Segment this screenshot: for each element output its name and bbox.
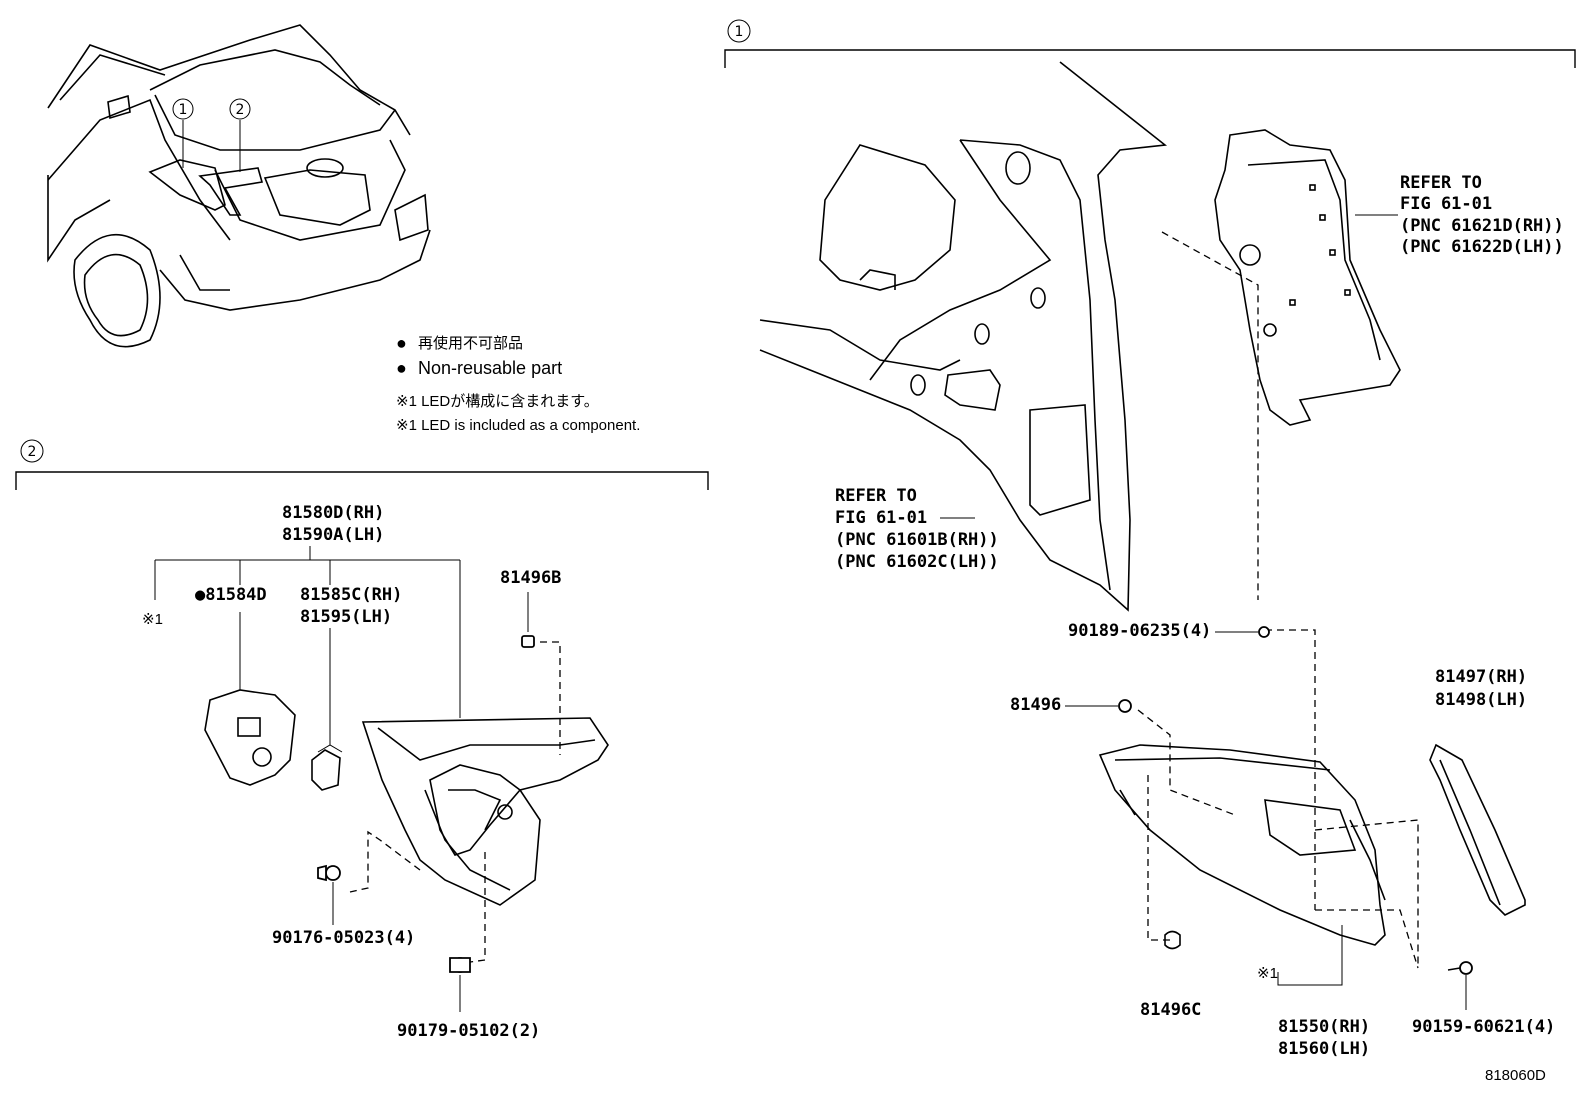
legend-non-reusable-en: Non-reusable part (418, 358, 562, 378)
label-81560-lh: 81560(LH) (1278, 1039, 1370, 1059)
refer-b-line-1: REFER TO (835, 486, 917, 506)
label-81496c: 81496C (1140, 1000, 1201, 1020)
group-2-callout: 2 (28, 444, 37, 460)
refer-a-line-1: REFER TO (1400, 173, 1482, 193)
label-81590a-lh: 81590A(LH) (282, 525, 384, 545)
label-81595-lh: 81595(LH) (300, 607, 392, 627)
overview-callout-1: 1 (179, 102, 188, 118)
legend: ● 再使用不可部品 ● Non-reusable part ※1 LEDが構成に… (396, 333, 640, 434)
refer-b-line-4: (PNC 61602C(LH)) (835, 552, 999, 572)
legend-bullet-jp: ● (396, 333, 407, 353)
legend-non-reusable-jp: 再使用不可部品 (418, 335, 523, 352)
group-2-note-mark: ※1 (142, 611, 163, 628)
label-81496: 81496 (1010, 695, 1061, 715)
figure-code: 818060D (1485, 1067, 1546, 1084)
label-81496b: 81496B (500, 568, 561, 588)
overview-callout-2: 2 (236, 102, 245, 118)
label-81585c-rh: 81585C(RH) (300, 585, 402, 605)
label-81497-rh: 81497(RH) (1435, 667, 1527, 687)
refer-b-line-3: (PNC 61601B(RH)) (835, 530, 999, 550)
refer-a-line-3: (PNC 61621D(RH)) (1400, 216, 1564, 236)
label-90179-05102: 90179-05102(2) (397, 1021, 540, 1041)
legend-led-note-en: ※1 LED is included as a component. (396, 417, 640, 434)
group-1-callout: 1 (735, 24, 744, 40)
legend-led-note-jp: ※1 LEDが構成に含まれます。 (396, 393, 599, 410)
label-90159-60621: 90159-60621(4) (1412, 1017, 1555, 1037)
refer-a-line-4: (PNC 61622D(LH)) (1400, 237, 1564, 257)
label-81498-lh: 81498(LH) (1435, 690, 1527, 710)
vehicle-overview-illustration: 1 2 (47, 24, 431, 348)
label-81580d-rh: 81580D(RH) (282, 503, 384, 523)
group-1: 1 REFER TO FIG 61-01 (PNC 61621D(RH)) (P… (724, 19, 1576, 1059)
label-81584d: ●81584D (195, 585, 267, 605)
label-90189-06235: 90189-06235(4) (1068, 621, 1211, 641)
label-90176-05023: 90176-05023(4) (272, 928, 415, 948)
group-2: 2 81580D(RH) 81590A(LH) ※1 ●81584D 81585… (15, 439, 709, 1041)
legend-bullet-en: ● (396, 358, 407, 378)
refer-b-line-2: FIG 61-01 (835, 508, 927, 528)
refer-a-line-2: FIG 61-01 (1400, 194, 1492, 214)
group-1-note-mark: ※1 (1257, 965, 1278, 982)
label-81550-rh: 81550(RH) (1278, 1017, 1370, 1037)
